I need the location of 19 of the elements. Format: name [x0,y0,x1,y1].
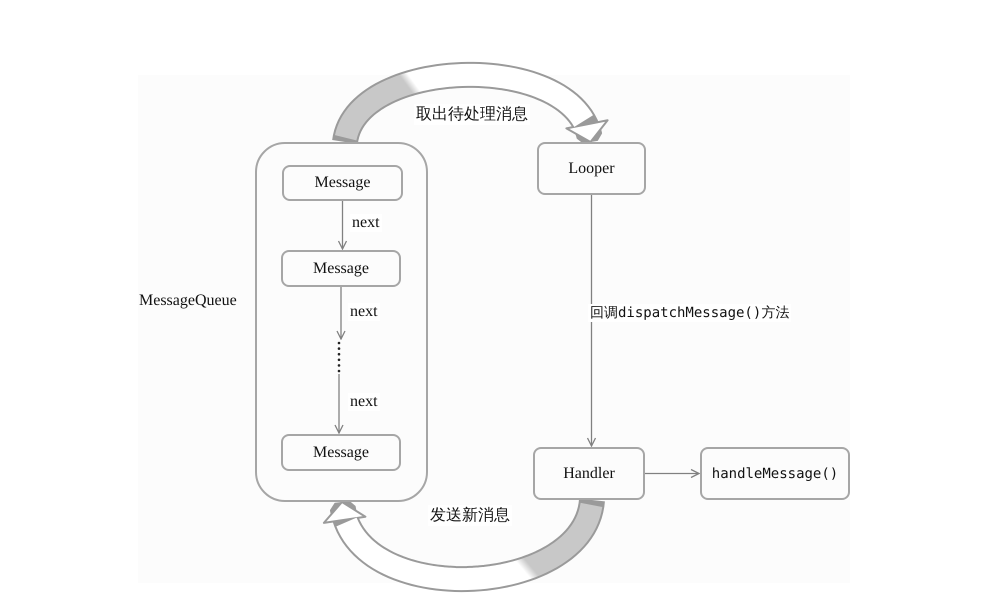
method-box [700,447,850,500]
message-box [281,434,401,471]
edge-label: 回调dispatchMessage()方法 [588,304,792,322]
arrow [334,374,344,434]
node-label: Handler [563,464,615,482]
container-label: MessageQueue [139,292,237,310]
arrow [338,201,348,250]
node-label: Message [313,444,369,462]
arrow [336,287,346,340]
message-box [281,250,401,287]
handler-box [533,447,645,500]
node-label: Message [314,174,370,192]
arrow [645,468,700,478]
message-box [282,165,403,201]
node-label: Looper [568,160,615,178]
looper-box [537,142,646,195]
arrow [586,195,596,447]
node-label: handleMessage() [712,466,838,482]
node-label: Message [313,260,369,278]
